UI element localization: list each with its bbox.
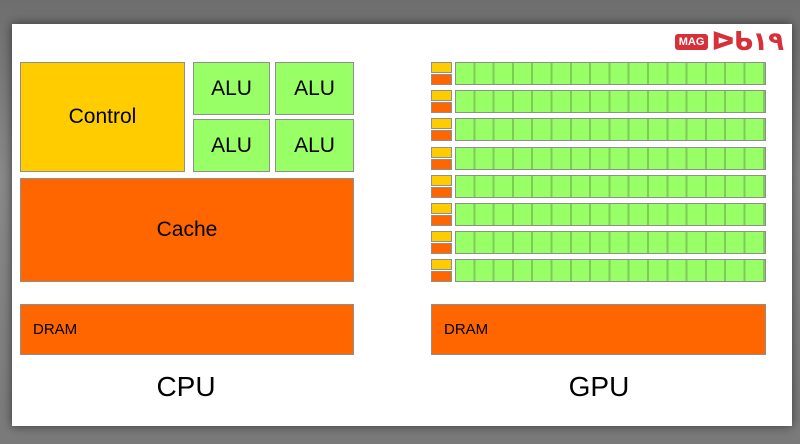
cpu-alu-block: ALU (193, 119, 270, 172)
gpu-alu-strip (455, 174, 766, 198)
gpu-row (431, 259, 766, 283)
gpu-cache-unit (431, 243, 452, 255)
cpu-cache-block: Cache (20, 178, 354, 282)
cpu-control-block: Control (20, 62, 185, 172)
gpu-cache-unit (431, 271, 452, 283)
gpu-control-unit (431, 90, 452, 102)
gpu-cache-unit (431, 74, 452, 85)
site-logo: MAG ᐅᑲ۱۹ (674, 26, 785, 58)
cpu-alu-block: ALU (275, 62, 354, 115)
diagram-frame: MAG ᐅᑲ۱۹ Control ALU ALU ALU ALU Cache D… (12, 24, 792, 426)
gpu-row (431, 146, 766, 170)
logo-mark: ᐅᑲ۱۹ (711, 27, 785, 57)
gpu-control-unit (431, 259, 452, 271)
cpu-label: CPU (156, 371, 216, 402)
gpu-control-unit (431, 146, 452, 158)
gpu-cache-unit (431, 215, 452, 226)
cpu-dram-block: DRAM (20, 304, 354, 355)
gpu-control-unit (431, 174, 452, 186)
gpu-cache-unit (431, 130, 452, 142)
gpu-alu-strip (455, 146, 766, 170)
gpu-row (431, 203, 766, 226)
cpu-alu-block: ALU (275, 119, 354, 172)
gpu-control-unit (431, 62, 452, 73)
gpu-row (431, 90, 766, 114)
gpu-label: GPU (568, 371, 630, 402)
logo-badge: MAG (674, 34, 709, 50)
gpu-row (431, 231, 766, 255)
cpu-alu-block: ALU (193, 62, 270, 115)
gpu-cache-unit (431, 186, 452, 198)
gpu-row (431, 174, 766, 198)
gpu-control-unit (431, 231, 452, 243)
gpu-alu-strip (455, 118, 766, 142)
gpu-cache-unit (431, 102, 452, 114)
gpu-alu-strip (455, 259, 766, 283)
gpu-cache-unit (431, 158, 452, 170)
gpu-row (431, 118, 766, 142)
gpu-control-unit (431, 118, 452, 130)
gpu-alu-strip (455, 231, 766, 255)
gpu-alu-strip (455, 62, 766, 85)
gpu-dram-block: DRAM (431, 304, 766, 355)
gpu-control-unit (431, 203, 452, 214)
gpu-alu-strip (455, 90, 766, 114)
gpu-row (431, 62, 766, 85)
gpu-alu-strip (455, 203, 766, 226)
